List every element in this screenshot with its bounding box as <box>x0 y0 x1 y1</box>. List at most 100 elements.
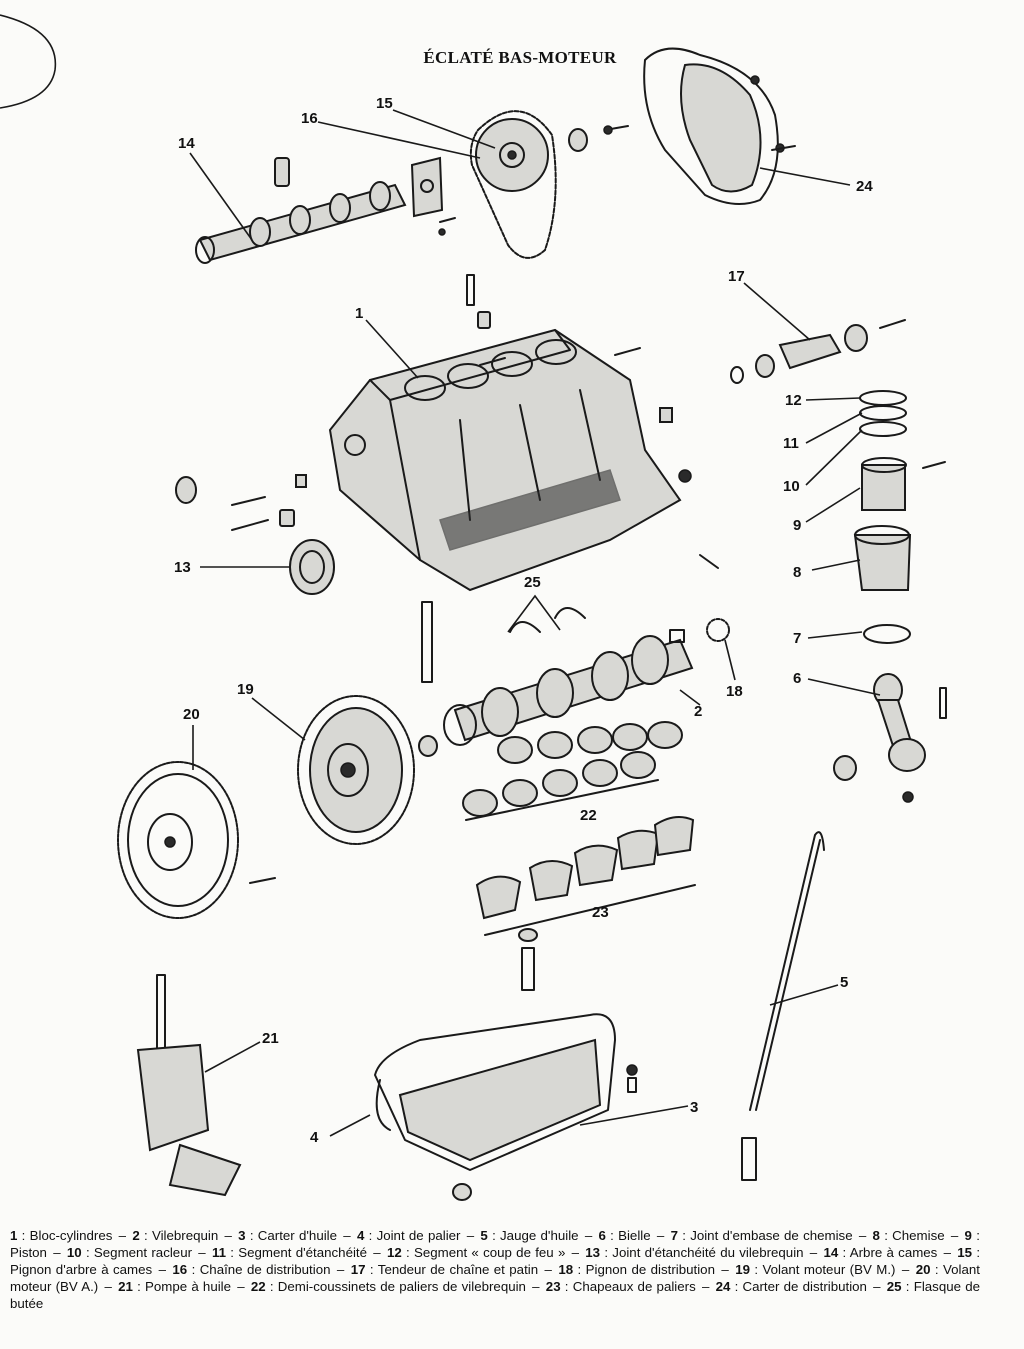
legend-entry-17: 17 : Tendeur de chaîne et patin <box>350 1262 539 1277</box>
callout-3: 3 <box>690 1099 698 1116</box>
legend-text: Demi-coussinets de paliers de vilebrequi… <box>277 1279 526 1294</box>
callout-9: 9 <box>793 517 801 534</box>
legend-number: 5 <box>480 1228 488 1243</box>
crank-seal-part <box>289 539 335 595</box>
cylinder-liner-part <box>853 525 912 591</box>
callout-21: 21 <box>262 1030 279 1047</box>
legend-number: 20 <box>915 1262 931 1277</box>
legend-entry-5: 5 : Jauge d'huile <box>480 1228 579 1243</box>
callout-18: 18 <box>726 683 743 700</box>
legend-entry-14: 14 : Arbre à cames <box>823 1245 938 1260</box>
callout-25: 25 <box>524 574 541 591</box>
thrust-flange-part <box>509 607 586 633</box>
legend-number: 15 <box>957 1245 973 1260</box>
callout-14: 14 <box>178 135 195 152</box>
legend-text: Segment « coup de feu » <box>413 1245 566 1260</box>
crankshaft-part <box>418 629 694 757</box>
bearing-caps-part <box>475 815 696 936</box>
legend-text: Joint d'embase de chemise <box>690 1228 853 1243</box>
callout-10: 10 <box>783 478 800 495</box>
legend-text: Segment d'étanchéité <box>238 1245 368 1260</box>
leader-lines <box>189 109 881 1137</box>
legend-entry-15: 15 : Pignon d'arbre à cames <box>10 1245 981 1277</box>
callout-24: 24 <box>856 178 873 195</box>
legend-entry-24: 24 : Carter de distribution <box>715 1279 867 1294</box>
callout-20: 20 <box>183 706 200 723</box>
block-hardware <box>175 274 719 569</box>
parts-legend: 1 : Bloc-cylindres – 2 : Vilebrequin – 3… <box>10 1228 981 1311</box>
legend-number: 2 <box>132 1228 140 1243</box>
callout-19: 19 <box>237 681 254 698</box>
crank-sprocket-part <box>706 618 730 642</box>
cam-hardware <box>568 125 629 152</box>
callout-15: 15 <box>376 95 393 112</box>
main-bearing-shells-part <box>462 721 683 821</box>
chain-tensioner-part <box>730 319 906 384</box>
legend-text: Joint de palier <box>376 1228 461 1243</box>
legend-entry-4: 4 : Joint de palier <box>356 1228 461 1243</box>
legend-entry-16: 16 : Chaîne de distribution <box>172 1262 331 1277</box>
oil-pump-part <box>136 974 242 1197</box>
legend-text: Pompe à huile <box>144 1279 232 1294</box>
legend-number: 4 <box>356 1228 365 1243</box>
flywheel-manual-part <box>249 601 433 884</box>
legend-entry-12: 12 : Segment « coup de feu » <box>386 1245 566 1260</box>
legend-text: Tendeur de chaîne et patin <box>377 1262 539 1277</box>
timing-chain-part <box>469 110 557 259</box>
legend-text: Bloc-cylindres <box>29 1228 113 1243</box>
callout-5: 5 <box>840 974 848 991</box>
legend-number: 21 <box>118 1279 133 1294</box>
piston-rings-part <box>859 390 907 437</box>
callout-13: 13 <box>174 559 191 576</box>
legend-entry-8: 8 : Chemise <box>872 1228 945 1243</box>
cylinder-block-part <box>328 328 682 592</box>
callout-23: 23 <box>592 904 609 921</box>
callout-22: 22 <box>580 807 597 824</box>
legend-number: 12 <box>386 1245 402 1260</box>
legend-entry-6: 6 : Bielle <box>598 1228 651 1243</box>
callout-6: 6 <box>793 670 801 687</box>
legend-number: 14 <box>823 1245 839 1260</box>
legend-number: 1 <box>10 1228 18 1243</box>
callout-8: 8 <box>793 564 801 581</box>
legend-text: Chemise <box>892 1228 945 1243</box>
callout-1: 1 <box>355 305 363 322</box>
callout-11: 11 <box>783 435 799 452</box>
legend-entry-3: 3 : Carter d'huile <box>238 1228 338 1243</box>
liner-seal-part <box>863 624 911 644</box>
legend-text: Pignon d'arbre à cames <box>10 1262 153 1277</box>
legend-text: Volant moteur (BV A.) <box>10 1262 980 1294</box>
legend-text: Chapeaux de paliers <box>572 1279 696 1294</box>
legend-entry-7: 7 : Joint d'embase de chemise <box>670 1228 853 1243</box>
legend-entry-18: 18 : Pignon de distribution <box>558 1262 715 1277</box>
legend-entry-1: 1 : Bloc-cylindres <box>10 1228 113 1243</box>
legend-number: 22 <box>250 1279 266 1294</box>
legend-text: Volant moteur (BV M.) <box>762 1262 896 1277</box>
page-title: ÉCLATÉ BAS-MOTEUR <box>423 48 617 67</box>
legend-entry-13: 13 : Joint d'étanchéité du vilebrequin <box>585 1245 804 1260</box>
cap-bolt-part <box>518 928 538 991</box>
legend-number: 6 <box>598 1228 606 1243</box>
callout-7: 7 <box>793 630 801 647</box>
callout-12: 12 <box>785 392 802 409</box>
legend-entry-20: 20 : Volant moteur (BV A.) <box>10 1262 980 1294</box>
oil-pan-part <box>374 1013 638 1201</box>
legend-text: Piston <box>10 1245 47 1260</box>
legend-number: 24 <box>715 1279 731 1294</box>
legend-text: Flasque de butée <box>10 1279 981 1311</box>
legend-text: Carter de distribution <box>742 1279 867 1294</box>
legend-entry-22: 22 : Demi-coussinets de paliers de vileb… <box>250 1279 526 1294</box>
connecting-rod-part <box>833 673 947 803</box>
legend-text: Carter d'huile <box>257 1228 338 1243</box>
piston-part <box>861 457 946 511</box>
camshaft-part <box>195 156 456 264</box>
timing-cover-part <box>643 47 796 205</box>
legend-entry-23: 23 : Chapeaux de paliers <box>545 1279 696 1294</box>
legend-number: 10 <box>66 1245 82 1260</box>
legend-text: Jauge d'huile <box>500 1228 579 1243</box>
legend-entry-11: 11 : Segment d'étanchéité <box>211 1245 368 1260</box>
callout-16: 16 <box>301 110 318 127</box>
legend-text: Vilebrequin <box>151 1228 219 1243</box>
legend-entry-21: 21 : Pompe à huile <box>118 1279 232 1294</box>
legend-number: 11 <box>211 1245 227 1260</box>
